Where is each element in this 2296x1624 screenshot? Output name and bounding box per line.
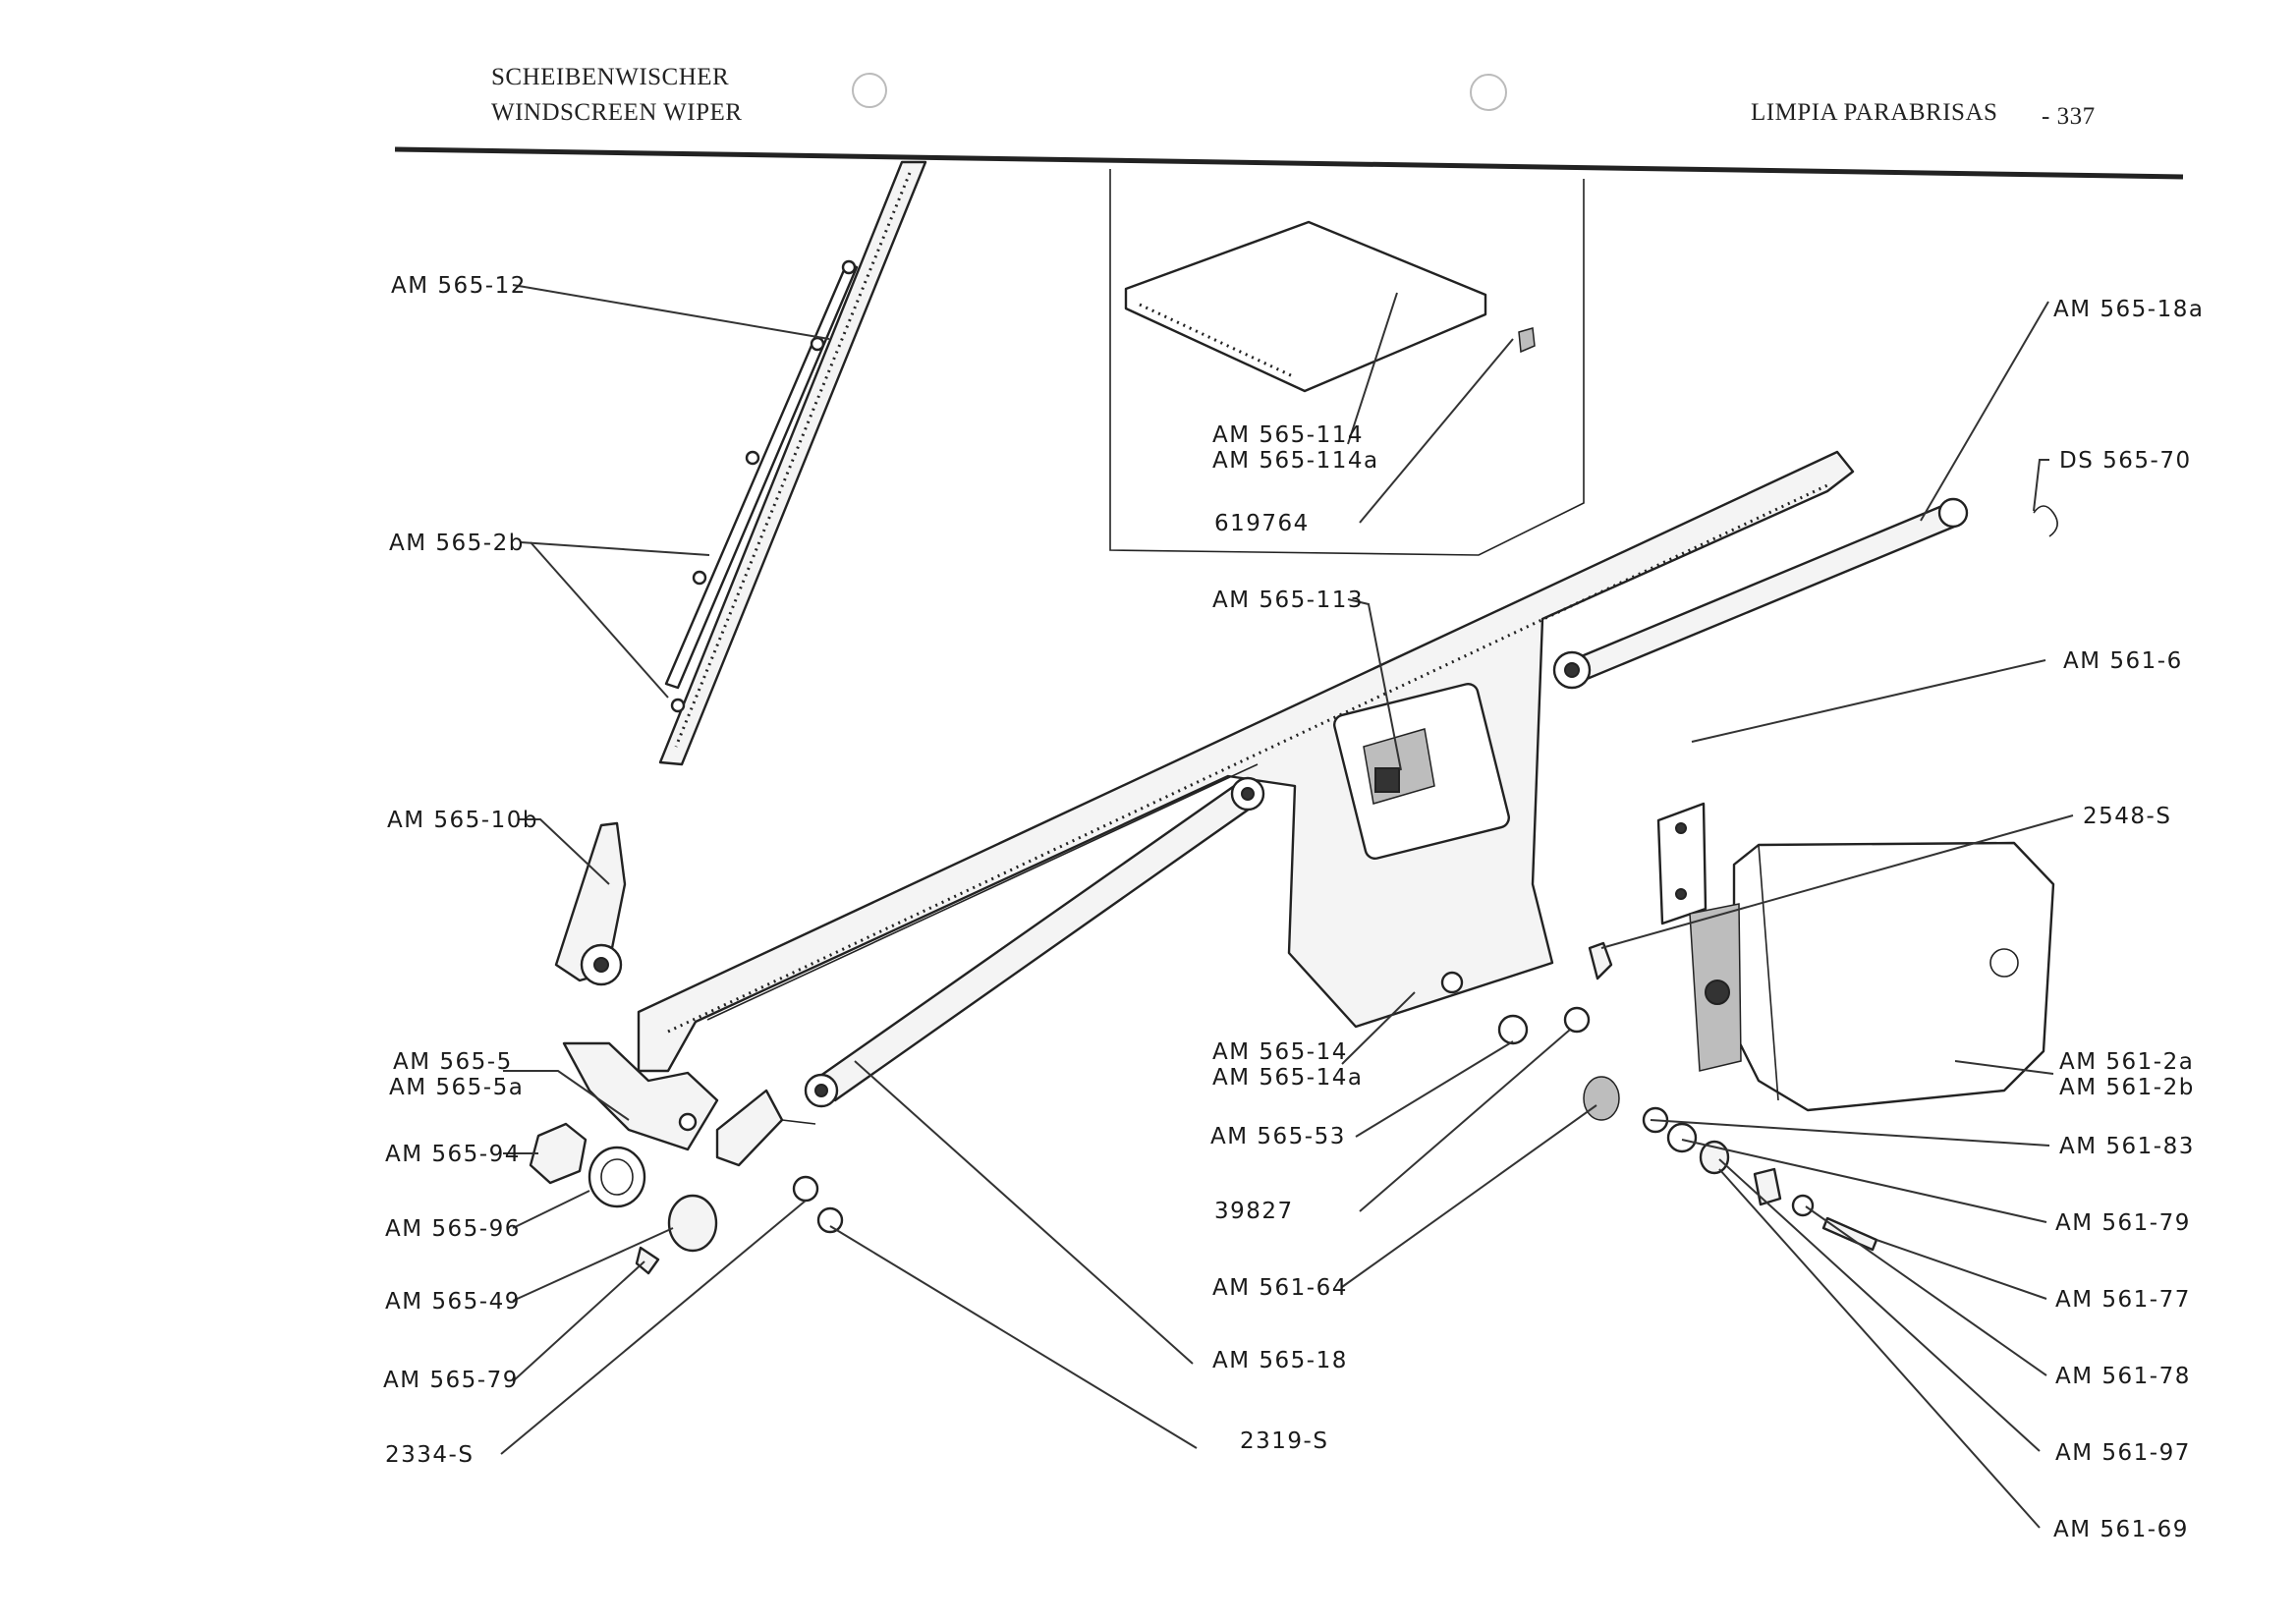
part-labels: AM 565-12 AM 565-2b AM 565-10b AM 565-5 … <box>383 273 2204 1542</box>
wiper-frame <box>637 450 1855 1073</box>
binder-hole-icon <box>852 73 887 108</box>
cover-plate <box>1124 220 1487 393</box>
grommet <box>667 1194 718 1253</box>
small-washer <box>792 1175 819 1203</box>
part-label: DS 565-70 <box>2059 448 2192 474</box>
mount-screw <box>1588 941 1613 980</box>
part-label: 2334-S <box>385 1442 474 1468</box>
part-label: AM 561-2a <box>2059 1049 2194 1075</box>
spindle-parts-right <box>1583 1076 1878 1252</box>
wiper-blade <box>658 160 927 766</box>
part-label: 619764 <box>1214 511 1310 536</box>
hex-nut <box>529 1122 588 1185</box>
part-label: 2319-S <box>1240 1428 1328 1454</box>
clip-nut <box>1518 327 1536 354</box>
part-label: 2548-S <box>2083 804 2171 829</box>
part-label: AM 561-78 <box>2055 1364 2191 1389</box>
center-hardware <box>1497 802 1708 1045</box>
link-rod-right <box>1570 501 1961 684</box>
part-label: AM 565-79 <box>383 1368 519 1393</box>
strap-bracket <box>1656 802 1708 925</box>
sleeve <box>1753 1167 1782 1206</box>
part-label: AM 565-14 <box>1212 1039 1348 1065</box>
part-label: AM 565-114 <box>1212 422 1364 448</box>
part-label: AM 565-18a <box>2053 297 2204 322</box>
part-label: AM 561-69 <box>2053 1517 2189 1542</box>
part-label: AM 565-10b <box>387 808 538 833</box>
header-title-de: SCHEIBENWISCHER <box>491 64 729 90</box>
part-label: AM 561-97 <box>2055 1440 2191 1466</box>
page-number: - 337 <box>2042 103 2096 130</box>
inset-box <box>1109 169 1585 556</box>
washer-ring <box>588 1146 646 1208</box>
header-rule <box>394 146 2184 180</box>
part-label: AM 561-77 <box>2055 1287 2191 1313</box>
part-label: AM 565-5a <box>389 1075 524 1100</box>
part-label: AM 561-6 <box>2063 648 2183 674</box>
small-screw <box>635 1246 660 1275</box>
part-label: AM 561-64 <box>1212 1275 1348 1301</box>
part-label: 39827 <box>1214 1199 1294 1224</box>
part-label: AM 565-114a <box>1212 448 1379 474</box>
part-label: AM 565-5 <box>393 1049 513 1075</box>
part-label: AM 561-79 <box>2055 1210 2191 1236</box>
part-label: AM 565-96 <box>385 1216 521 1242</box>
part-label: AM 565-49 <box>385 1289 521 1315</box>
lever-crank <box>715 1089 784 1167</box>
mount-washer <box>1563 1006 1591 1034</box>
part-label: AM 565-94 <box>385 1142 521 1167</box>
part-label: AM 565-14a <box>1212 1065 1363 1091</box>
part-label: AM 565-18 <box>1212 1348 1348 1373</box>
wiper-motor <box>1689 841 2055 1112</box>
frame-bracket <box>637 450 1855 1073</box>
spring-clip <box>2033 505 2058 537</box>
spindle-hardware <box>529 1041 844 1275</box>
header-title-en: WINDSCREEN WIPER <box>491 99 742 126</box>
part-label: AM 565-12 <box>391 273 527 299</box>
bushing <box>1583 1076 1620 1121</box>
binder-hole-icon <box>1470 74 1507 111</box>
mount-nut <box>1497 1014 1529 1045</box>
wiper-assembly <box>554 160 927 986</box>
linkage-rods <box>804 497 2058 1108</box>
leader-lines <box>500 284 2074 1529</box>
bolt <box>1821 1216 1878 1252</box>
part-label: AM 561-83 <box>2059 1134 2195 1159</box>
part-label: AM 565-113 <box>1212 588 1364 613</box>
small-nut <box>816 1206 844 1234</box>
part-label: AM 561-2b <box>2059 1075 2195 1100</box>
part-label: AM 565-53 <box>1210 1124 1346 1149</box>
part-label: AM 565-2b <box>389 531 525 556</box>
header-title-es: LIMPIA PARABRISAS <box>1751 99 1997 126</box>
